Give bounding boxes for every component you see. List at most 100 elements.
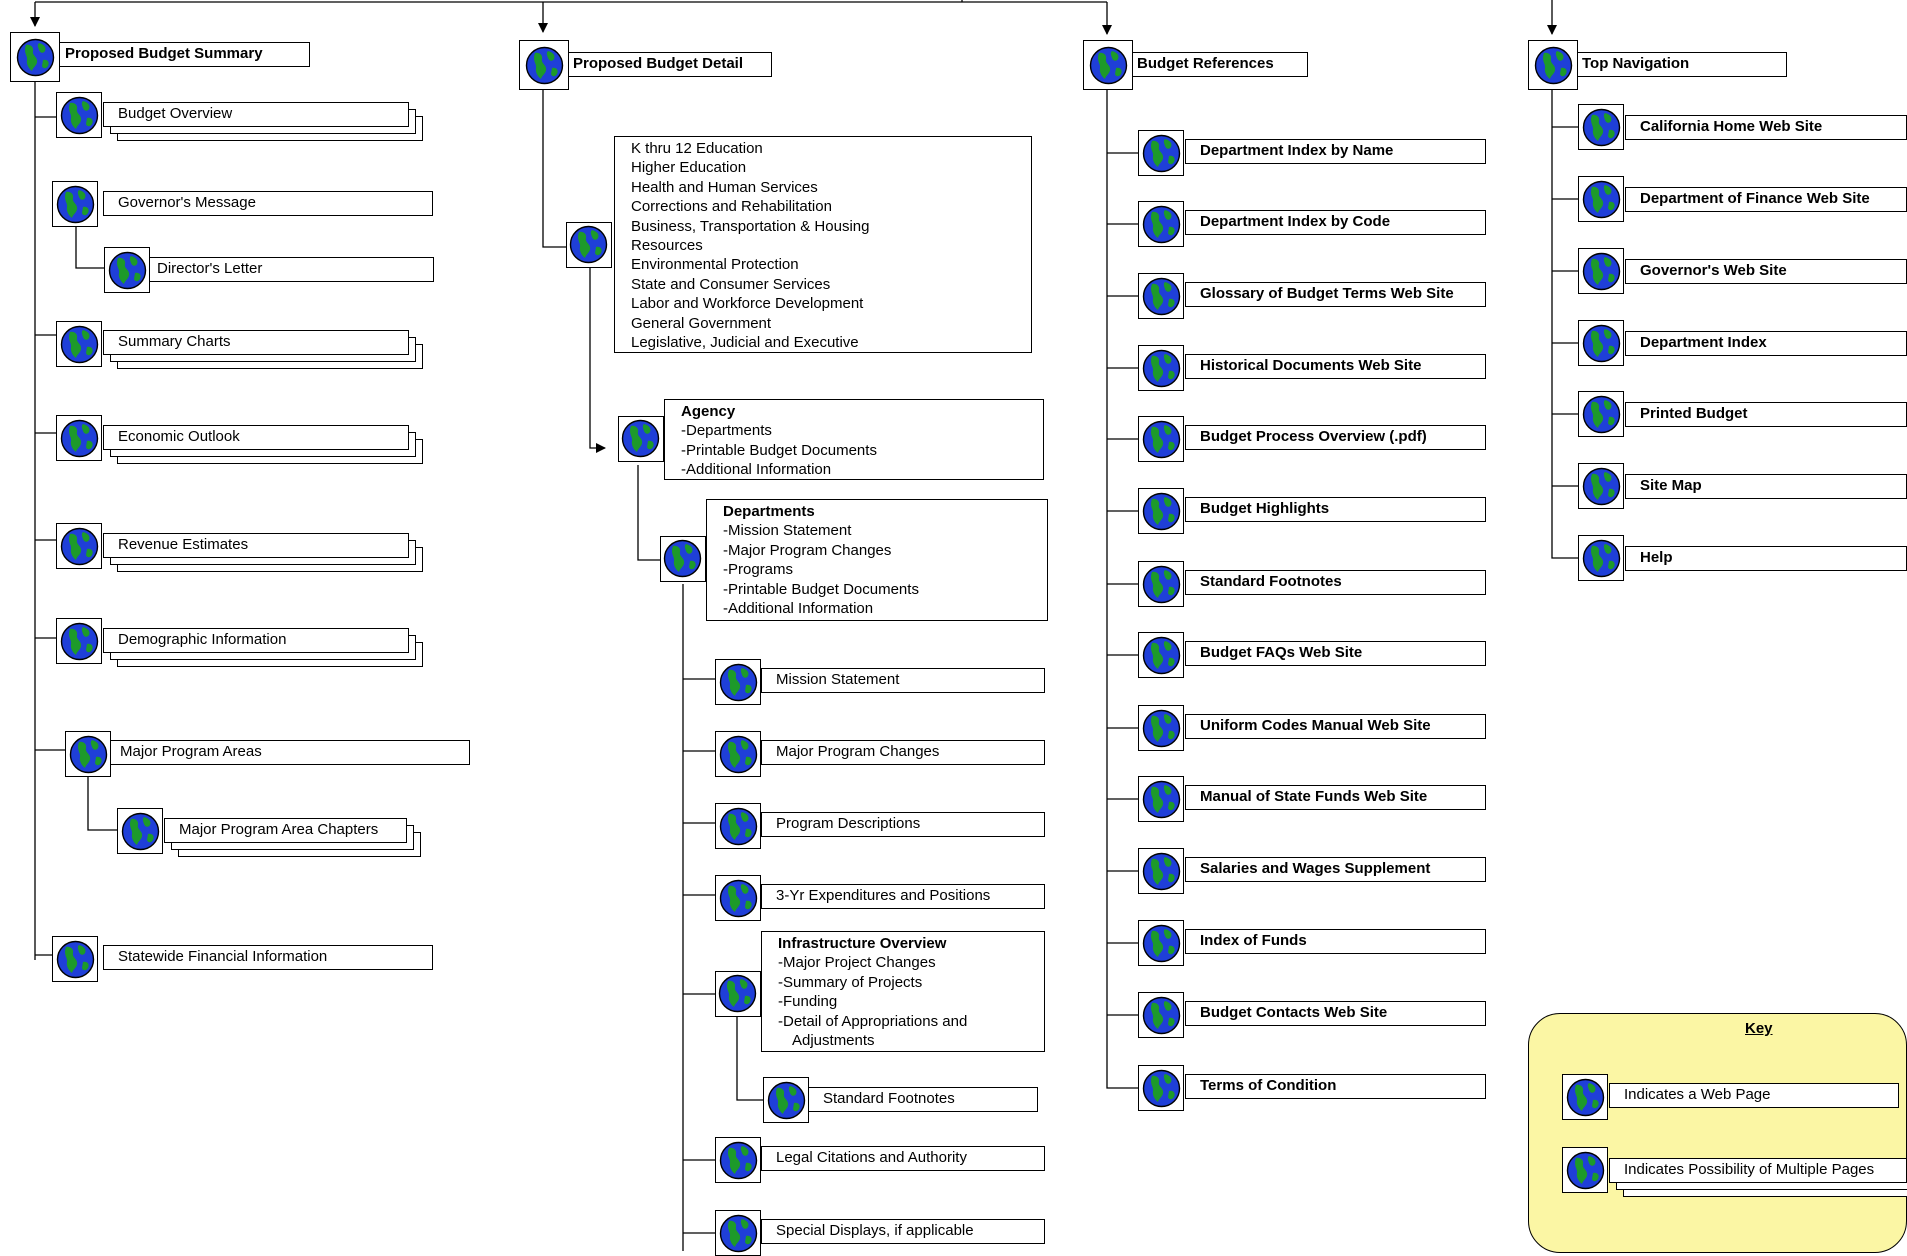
list-line: -Mission Statement xyxy=(723,522,852,540)
agency-box-title: Agency xyxy=(681,403,736,420)
globe-icon xyxy=(715,1210,761,1256)
terms-of-condition-label[interactable]: Terms of Condition xyxy=(1185,1074,1486,1099)
globe-icon xyxy=(715,875,761,921)
budget-faqs-web-site-label[interactable]: Budget FAQs Web Site xyxy=(1185,641,1486,666)
globe-icon xyxy=(1578,391,1624,437)
globe-icon xyxy=(1138,561,1184,607)
globe-icon xyxy=(1578,463,1624,509)
globe-icon xyxy=(1578,176,1624,222)
key-multiple-pages-label[interactable]: Indicates Possibility of Multiple Pages xyxy=(1609,1158,1907,1183)
globe-icon xyxy=(1138,1065,1184,1111)
globe-icon xyxy=(10,32,60,82)
globe-icon xyxy=(1578,320,1624,366)
infrastructure-box-title: Infrastructure Overview xyxy=(778,935,947,952)
key-panel xyxy=(1528,1013,1907,1253)
printed-budget-label[interactable]: Printed Budget xyxy=(1625,402,1907,427)
list-line: -Additional Information xyxy=(723,600,874,618)
legal-citations-label[interactable]: Legal Citations and Authority xyxy=(761,1146,1045,1171)
globe-icon xyxy=(1138,130,1184,176)
budget-contacts-web-site-label[interactable]: Budget Contacts Web Site xyxy=(1185,1001,1486,1026)
department-index-by-code-label[interactable]: Department Index by Code xyxy=(1185,210,1486,235)
department-of-finance-web-site-label[interactable]: Department of Finance Web Site xyxy=(1625,187,1907,212)
revenue-estimates-label[interactable]: Revenue Estimates xyxy=(103,533,409,558)
globe-icon xyxy=(1578,104,1624,150)
statewide-financial-information-label[interactable]: Statewide Financial Information xyxy=(103,945,433,970)
standard-footnotes-label[interactable]: Standard Footnotes xyxy=(808,1087,1038,1112)
budget-overview-label[interactable]: Budget Overview xyxy=(103,102,409,127)
globe-icon xyxy=(660,536,706,582)
globe-icon xyxy=(566,222,612,268)
globe-icon xyxy=(56,92,102,138)
economic-outlook-label[interactable]: Economic Outlook xyxy=(103,425,409,450)
california-home-web-site-label[interactable]: California Home Web Site xyxy=(1625,115,1907,140)
program-descriptions-label[interactable]: Program Descriptions xyxy=(761,812,1045,837)
major-program-area-chapters-label[interactable]: Major Program Area Chapters xyxy=(164,818,407,843)
help-label[interactable]: Help xyxy=(1625,546,1907,571)
list-line: -Additional Information xyxy=(681,461,832,479)
glossary-of-budget-terms-web-site-label[interactable]: Glossary of Budget Terms Web Site xyxy=(1185,282,1486,307)
department-index-label[interactable]: Department Index xyxy=(1625,331,1907,356)
list-line: -Printable Budget Documents xyxy=(681,441,877,459)
manual-of-state-funds-web-site-label[interactable]: Manual of State Funds Web Site xyxy=(1185,785,1486,810)
3-yr-expenditures-and-positions-label[interactable]: 3-Yr Expenditures and Positions xyxy=(761,884,1045,909)
demographic-information-label[interactable]: Demographic Information xyxy=(103,628,409,653)
key-web-page-label[interactable]: Indicates a Web Page xyxy=(1609,1083,1899,1108)
standard-footnotes-label[interactable]: Standard Footnotes xyxy=(1185,570,1486,595)
list-line: Higher Education xyxy=(631,159,747,177)
list-line: Health and Human Services xyxy=(631,178,818,196)
departments-box-title: Departments xyxy=(723,503,815,520)
list-line: -Detail of Appropriations and xyxy=(778,1012,968,1030)
governor-s-web-site-label[interactable]: Governor's Web Site xyxy=(1625,259,1907,284)
globe-icon xyxy=(1138,632,1184,678)
department-index-by-name-label[interactable]: Department Index by Name xyxy=(1185,139,1486,164)
globe-icon xyxy=(1138,416,1184,462)
globe-icon xyxy=(763,1077,809,1123)
mission-statement-label[interactable]: Mission Statement xyxy=(761,668,1045,693)
budget-process-overview-pdf-label[interactable]: Budget Process Overview (.pdf) xyxy=(1185,425,1486,450)
list-line: -Major Program Changes xyxy=(723,541,892,559)
globe-icon xyxy=(1138,273,1184,319)
column-header-proposed-budget-detail-label[interactable]: Proposed Budget Detail xyxy=(558,52,772,77)
globe-icon xyxy=(715,1137,761,1183)
infrastructure-box[interactable]: Infrastructure Overview-Major Project Ch… xyxy=(761,931,1045,1052)
uniform-codes-manual-web-site-label[interactable]: Uniform Codes Manual Web Site xyxy=(1185,714,1486,739)
column-header-budget-references-label[interactable]: Budget References xyxy=(1122,52,1308,77)
key-title: Key xyxy=(1745,1020,1773,1037)
globe-icon xyxy=(56,415,102,461)
globe-icon xyxy=(1578,535,1624,581)
globe-icon xyxy=(65,731,111,777)
list-line: -Printable Budget Documents xyxy=(723,580,919,598)
list-line: Labor and Workforce Development xyxy=(631,295,864,313)
summary-charts-label[interactable]: Summary Charts xyxy=(103,330,409,355)
index-of-funds-label[interactable]: Index of Funds xyxy=(1185,929,1486,954)
governor-s-message-label[interactable]: Governor's Message xyxy=(103,191,433,216)
agency-box[interactable]: Agency-Departments-Printable Budget Docu… xyxy=(664,399,1044,480)
globe-icon xyxy=(1138,488,1184,534)
site-map-label[interactable]: Site Map xyxy=(1625,474,1907,499)
globe-icon xyxy=(1138,345,1184,391)
list-line: -Programs xyxy=(723,561,794,579)
globe-icon xyxy=(1578,248,1624,294)
list-line: Adjustments xyxy=(792,1032,875,1050)
list-line: -Summary of Projects xyxy=(778,973,923,991)
globe-icon xyxy=(1138,705,1184,751)
globe-icon xyxy=(52,181,98,227)
column-header-top-navigation-label[interactable]: Top Navigation xyxy=(1567,52,1787,77)
salaries-and-wages-supplement-label[interactable]: Salaries and Wages Supplement xyxy=(1185,857,1486,882)
list-line: Resources xyxy=(631,237,703,255)
globe-icon xyxy=(52,936,98,982)
historical-documents-web-site-label[interactable]: Historical Documents Web Site xyxy=(1185,354,1486,379)
director-s-letter-label[interactable]: Director's Letter xyxy=(142,257,434,282)
major-program-changes-label[interactable]: Major Program Changes xyxy=(761,740,1045,765)
departments-box[interactable]: Departments -Mission Statement-Major Prog… xyxy=(706,499,1048,621)
globe-icon xyxy=(1528,40,1578,90)
column-header-proposed-budget-summary-label[interactable]: Proposed Budget Summary xyxy=(50,42,310,67)
globe-icon xyxy=(519,40,569,90)
budget-highlights-label[interactable]: Budget Highlights xyxy=(1185,497,1486,522)
special-displays-label[interactable]: Special Displays, if applicable xyxy=(761,1219,1045,1244)
major-program-areas-label[interactable]: Major Program Areas xyxy=(105,740,470,765)
globe-icon xyxy=(1083,40,1133,90)
globe-icon xyxy=(1562,1074,1608,1120)
